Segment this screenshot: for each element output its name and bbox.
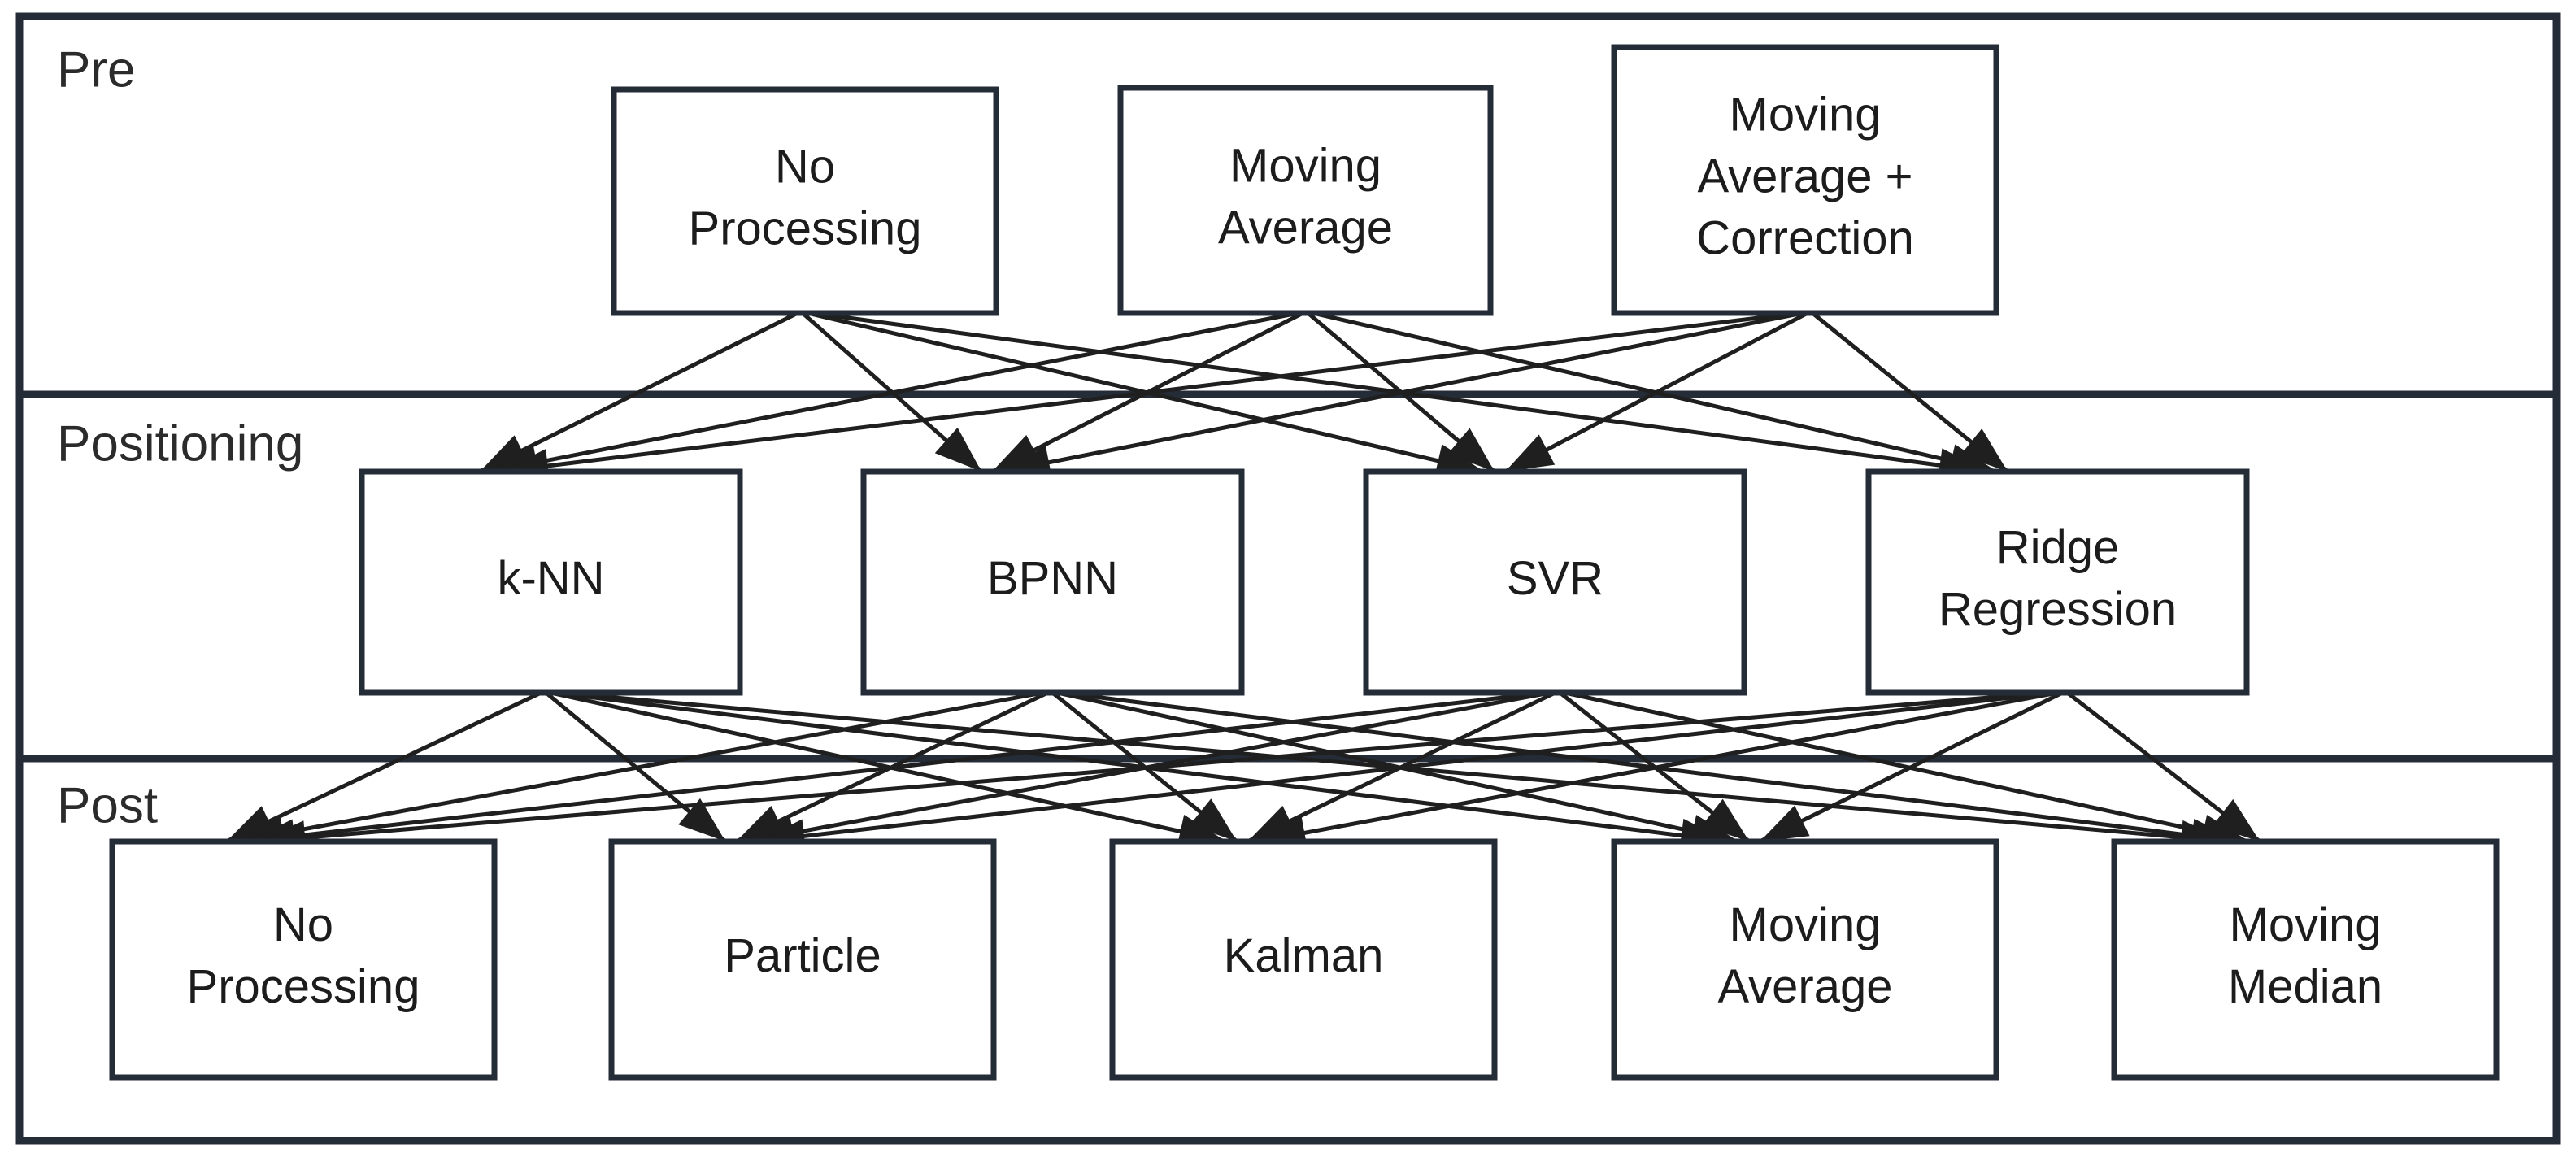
node-box-pos-knn[interactable] [359,468,743,696]
edge-pre-moving-average-correction-to-pos-knn [500,311,1799,474]
node-box-post-moving-median[interactable] [2111,838,2500,1081]
arrowhead-pos-knn-to-post-particle [678,798,726,842]
node-pos-svr[interactable]: SVR [1363,468,1747,696]
edge-pre-moving-average-correction-to-pos-svr [1503,311,1809,474]
edge-pos-ridge-regression-to-post-particle [757,690,2053,844]
edge-pre-no-processing-to-pos-knn [478,311,799,474]
node-post-particle[interactable]: Particle [608,838,997,1081]
outer-frame [15,12,2561,1145]
node-pos-knn[interactable]: k-NN [359,468,743,696]
node-label-pos-svr: SVR [1507,552,1603,605]
node-box-pos-ridge-regression[interactable] [1865,468,2250,696]
edge-pre-moving-average-to-pos-knn [490,311,1299,474]
arrowhead-pre-moving-average-to-pos-svr [1447,428,1495,472]
arrowhead-pre-moving-average-correction-to-pos-svr [1505,434,1556,472]
edge-pos-bpnn-to-post-no-processing [236,690,1043,844]
node-label-post-particle: Particle [724,929,881,982]
node-label-pos-bpnn: BPNN [987,552,1118,605]
node-box-pos-svr[interactable] [1363,468,1747,696]
node-label-post-kalman: Kalman [1224,929,1384,982]
edge-pos-knn-to-post-no-processing [225,690,542,844]
edge-pos-ridge-regression-to-post-kalman [1257,690,2058,844]
node-pos-bpnn[interactable]: BPNN [860,468,1245,696]
edge-pre-moving-average-correction-to-pos-bpnn [1002,311,1804,474]
node-box-post-kalman[interactable] [1109,838,1498,1081]
edge-pos-ridge-regression-to-post-moving-average [1759,690,2064,844]
node-box-pre-moving-average-correction[interactable] [1611,44,1999,316]
node-box-pre-no-processing[interactable] [611,86,999,316]
edge-pos-svr-to-post-no-processing [247,690,1546,844]
node-box-post-particle[interactable] [608,838,997,1081]
arrowhead-pre-no-processing-to-pos-bpnn [934,427,982,472]
edge-pos-ridge-regression-to-post-no-processing [258,690,2048,844]
node-box-pos-bpnn[interactable] [860,468,1245,696]
arrowhead-pre-moving-average-correction-to-pos-ridge-regression [1960,428,2008,472]
node-box-pre-moving-average[interactable] [1117,85,1494,316]
node-box-post-no-processing[interactable] [109,838,498,1081]
layer-label-pre: Pre [57,41,135,98]
node-label-pos-knn: k-NN [497,552,604,605]
node-post-kalman[interactable]: Kalman [1109,838,1498,1081]
arrowhead-pos-bpnn-to-post-kalman [1189,798,1238,842]
arrowhead-pos-svr-to-post-moving-average [1701,798,1750,842]
layer-label-post: Post [57,777,158,833]
node-box-post-moving-average[interactable] [1611,838,1999,1081]
layer-label-positioning: Positioning [57,415,303,472]
arrowhead-pos-ridge-regression-to-post-moving-average [1760,805,1810,842]
arrowhead-pos-ridge-regression-to-post-moving-median [2212,798,2261,842]
